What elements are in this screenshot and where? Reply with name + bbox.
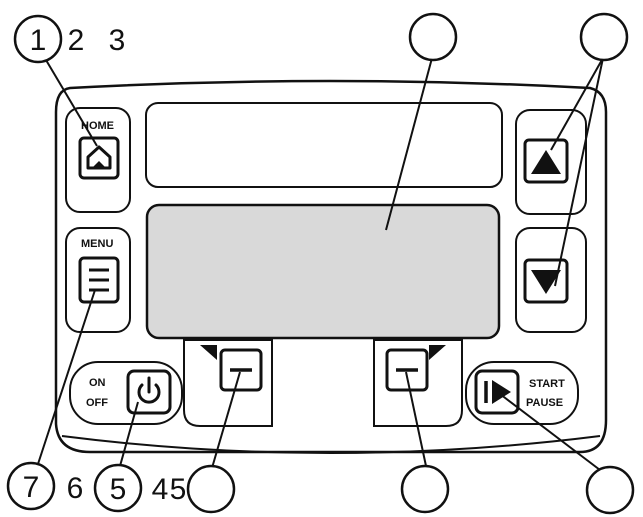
callout-start-pause-circle	[585, 465, 635, 515]
callout-softkey-right-circle	[400, 464, 450, 514]
pause-label: PAUSE	[526, 397, 563, 409]
menu-label: MENU	[81, 238, 113, 250]
callout-5: 5	[110, 473, 127, 506]
callout-6: 6	[67, 472, 84, 505]
home-icon	[86, 145, 112, 170]
panel-bottom-edge	[61, 435, 601, 454]
callout-1: 1	[30, 24, 47, 57]
play-pause-icon	[484, 380, 511, 404]
softkey-right-indicator	[429, 345, 446, 360]
callout-7-circle	[6, 461, 56, 511]
softkey-right-button[interactable]	[373, 339, 463, 427]
softkey-left-button[interactable]	[183, 339, 273, 427]
power-on-label: ON	[89, 377, 106, 389]
leader-softkey-left	[211, 371, 241, 469]
leader-display	[385, 57, 433, 231]
callout-5-circle	[93, 463, 143, 513]
leader-menu	[37, 289, 96, 465]
status-window	[145, 102, 503, 188]
leader-home	[45, 59, 98, 147]
callout-7: 7	[23, 471, 40, 504]
power-icon	[137, 376, 161, 404]
callout-4: 4	[152, 473, 169, 506]
menu-icon	[89, 268, 109, 292]
callout-3: 3	[109, 24, 126, 57]
power-button[interactable]: ON OFF	[69, 361, 183, 425]
leader-power	[119, 401, 139, 467]
callout-display-circle	[408, 12, 458, 62]
start-label: START	[529, 378, 565, 390]
home-button[interactable]: HOME	[65, 107, 131, 213]
callout-2: 2	[68, 24, 85, 57]
lcd-display	[145, 203, 501, 340]
arrow-up-icon	[531, 150, 561, 174]
power-off-label: OFF	[86, 397, 108, 409]
menu-button[interactable]: MENU	[65, 227, 131, 333]
leader-softkey-right	[405, 371, 427, 467]
leader-down	[554, 57, 604, 287]
callout-4b: 5	[170, 473, 187, 506]
callout-arrows-circle	[579, 12, 629, 62]
home-label: HOME	[81, 120, 114, 132]
up-button[interactable]	[515, 109, 587, 215]
callout-circles	[6, 12, 635, 515]
down-button[interactable]	[515, 227, 587, 333]
arrow-down-icon	[531, 270, 561, 294]
start-pause-button[interactable]: START PAUSE	[465, 361, 579, 425]
leader-start-pause	[499, 393, 601, 471]
callout-softkey-left-circle	[186, 464, 236, 514]
leader-lines	[37, 57, 604, 471]
home-key[interactable]	[78, 136, 120, 180]
callout-1-circle	[13, 14, 63, 64]
softkey-left-indicator	[200, 345, 217, 360]
leader-up	[550, 57, 604, 151]
